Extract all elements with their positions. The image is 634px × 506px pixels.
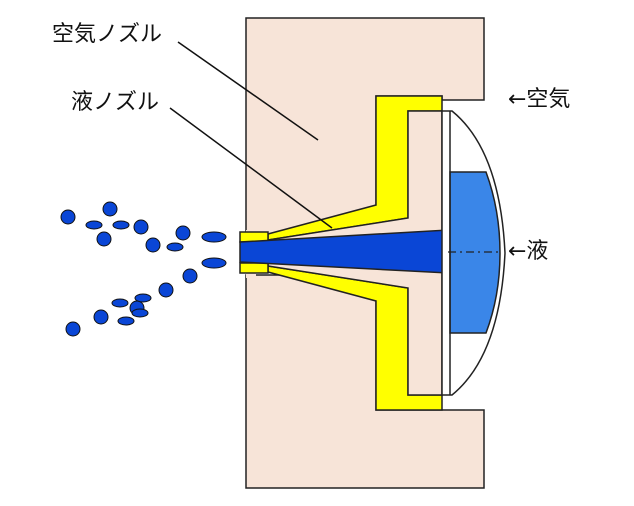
droplet [111, 298, 129, 308]
leader-liquid-nozzle [169, 107, 333, 229]
droplet [201, 231, 227, 243]
droplet [166, 242, 184, 252]
droplet [93, 309, 109, 325]
droplet [133, 219, 149, 235]
droplet [175, 225, 191, 241]
droplet [158, 282, 174, 298]
spray-droplets [60, 201, 227, 337]
droplet [85, 220, 103, 230]
droplet [112, 220, 130, 230]
liquid-reservoir [449, 171, 501, 334]
droplet [96, 231, 112, 247]
label-liquid-nozzle: 液ノズル [71, 90, 160, 115]
droplet [102, 201, 118, 217]
droplet [134, 293, 152, 303]
droplet [131, 308, 149, 318]
droplet [60, 209, 76, 225]
droplet [201, 257, 227, 269]
outlet-stub-lower [239, 262, 269, 274]
droplet [145, 237, 161, 253]
droplet [117, 316, 135, 326]
droplet [65, 321, 81, 337]
leader-air-nozzle [177, 41, 319, 141]
droplet [182, 268, 198, 284]
label-air-arrow: ←空気 [508, 87, 571, 112]
label-liquid-arrow: ←液 [508, 239, 549, 264]
label-air-nozzle: 空気ノズル [52, 22, 163, 47]
